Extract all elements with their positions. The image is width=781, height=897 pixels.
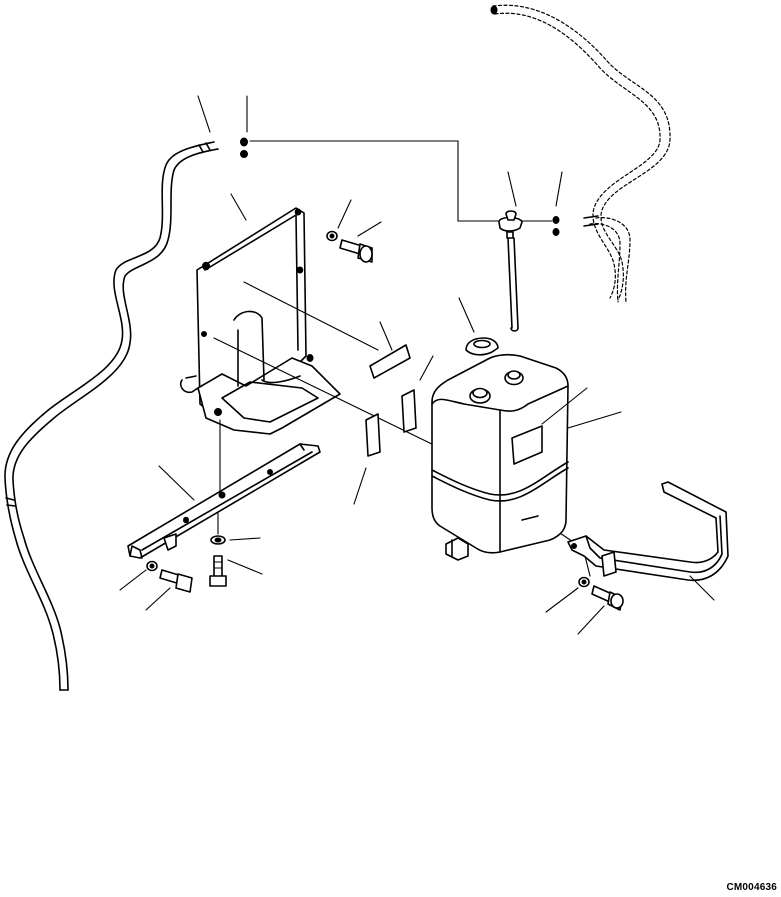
cap-clip: [552, 216, 560, 236]
left-hose: [4, 141, 219, 691]
strainer-cap: [465, 337, 499, 356]
base-bracket: [127, 443, 321, 559]
hose-clip: [240, 137, 248, 158]
tank-cap-with-pipe: [498, 210, 523, 332]
overflow-hose-dashed: [490, 4, 671, 303]
connection-leader: [249, 140, 553, 222]
bolt-set-left: [146, 535, 227, 593]
tank-mounting-bracket: [179, 207, 341, 435]
tank-strap: [567, 481, 729, 582]
callout-leaders: [119, 95, 715, 635]
bolt-set-top: [326, 230, 373, 263]
drawing-code: CM004636: [726, 882, 777, 893]
cushion-pads: [365, 344, 417, 457]
washer-tank: [431, 353, 569, 561]
bolt-set-right: [578, 576, 624, 611]
